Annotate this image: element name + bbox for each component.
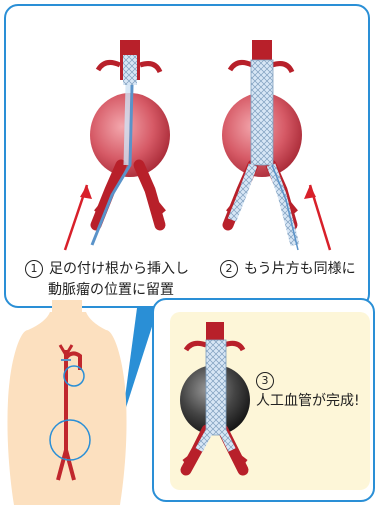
step-2-number: 2 (220, 260, 238, 278)
step-3-caption-line-1: 人工血管が完成! (256, 392, 360, 411)
step-1-line-1: 足の付け根から挿入し (49, 261, 189, 277)
step-3-number: 3 (256, 372, 274, 390)
step-1-illustration (90, 40, 170, 245)
human-body-figure (7, 300, 126, 505)
step-2-illustration (222, 40, 302, 250)
step-1-number: 1 (25, 260, 43, 278)
step-1-caption-line-2: 動脈瘤の位置に留置 (48, 281, 174, 300)
step-1-line-2: 動脈瘤の位置に留置 (48, 282, 174, 298)
step-3-caption: 3 (256, 372, 280, 391)
step-2-line-1: もう片方も同様に (244, 261, 356, 277)
step-1-caption: 1 足の付け根から挿入し (25, 260, 189, 279)
step-3-line-1: 人工血管が完成! (256, 393, 360, 409)
step-3-illustration (180, 322, 250, 470)
step-2-caption: 2 もう片方も同様に (220, 260, 356, 279)
